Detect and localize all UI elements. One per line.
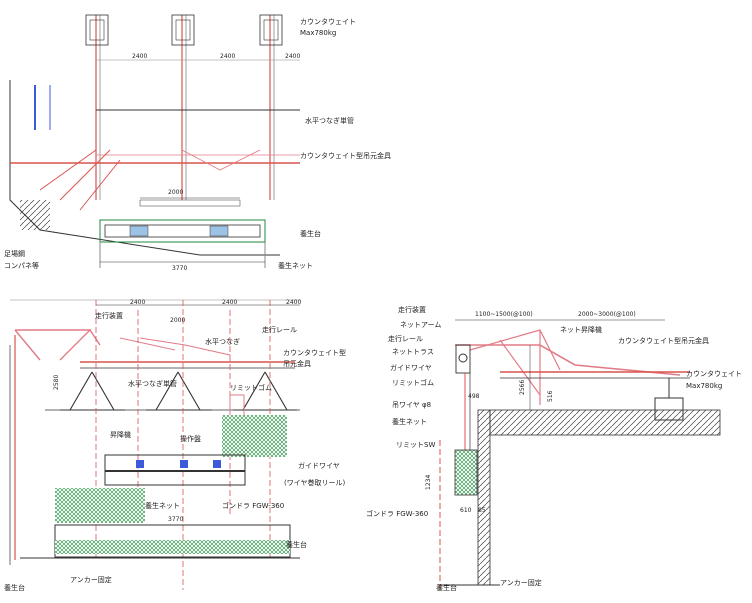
front-gondola: ゴンドラ FGW-360: [222, 501, 284, 510]
front-net-left: [55, 488, 145, 523]
front-cw-bracket-2: 吊元金具: [283, 359, 311, 368]
side-dim-610: 610: [460, 507, 472, 514]
side-dim-1234: 1234: [425, 475, 432, 490]
side-safety-net: 養生ネット: [392, 417, 427, 426]
side-net-truss: ネットトラス: [392, 348, 434, 356]
top-safety-base: 養生台: [300, 229, 321, 238]
front-dim-2580: 2580: [53, 375, 60, 390]
side-view: [439, 319, 721, 590]
side-safety-base: 養生台: [436, 583, 457, 592]
top-counterweight-max: Max780kg: [300, 29, 336, 37]
top-view: [9, 14, 300, 268]
front-safety-net: 養生ネット: [145, 501, 180, 510]
front-lift-device: 昇降機: [110, 430, 131, 439]
mast-right: [259, 14, 283, 200]
side-wall: [477, 409, 491, 586]
top-horizontal-pipe: 水平つなぎ単管: [305, 116, 354, 125]
side-limit-sw: リミットSW: [396, 441, 435, 449]
front-travel-rail: 走行レール: [262, 325, 297, 334]
side-gondola: ゴンドラ FGW-360: [366, 509, 428, 518]
front-dim-2400-c: 2400: [286, 299, 301, 306]
front-wire-reel: (ワイヤ巻取リール): [284, 478, 346, 487]
top-counterweight-label: カウンタウェイト: [300, 17, 356, 26]
side-dim-85: 85: [478, 507, 486, 514]
front-net-right: [222, 415, 287, 457]
front-dim-2400-a: 2400: [130, 299, 145, 306]
front-dim-3770: 3770: [168, 516, 183, 523]
side-guide-wire: ガイドワイヤ: [390, 363, 432, 372]
side-roof-slab: [489, 409, 721, 436]
side-net-lift: ネット昇降機: [560, 325, 602, 334]
mast-center: [171, 14, 195, 200]
side-counterweight-label: カウンタウェイト: [686, 369, 742, 378]
front-limit-rubber: リミットゴム: [230, 383, 272, 392]
top-dim-3770: 3770: [172, 265, 187, 272]
top-safety-net: 養生ネット: [278, 261, 313, 270]
side-travel-rail: 走行レール: [388, 334, 423, 343]
top-concrete: コンパネ等: [4, 261, 39, 270]
top-dim-2000: 2000: [168, 189, 183, 196]
side-net-arm: ネットアーム: [400, 321, 441, 329]
front-cw-bracket-1: カウンタウェイト型: [283, 348, 346, 357]
front-horizontal-link: 水平つなぎ: [205, 337, 240, 346]
front-safety-base-2: 養生台: [4, 583, 25, 592]
side-hang-wire: 吊ワイヤ φ8: [392, 401, 431, 409]
side-dim-2000: 2000~3000(@100): [578, 311, 636, 318]
top-existing-struct: 足場鋼: [4, 249, 25, 258]
front-view: [9, 299, 300, 590]
front-travel-device: 走行装置: [95, 311, 123, 320]
top-dim-2400-a: 2400: [132, 53, 147, 60]
side-dim-516: 516: [547, 390, 554, 402]
side-anchor: アンカー固定: [500, 578, 542, 587]
front-safety-base: 養生台: [286, 540, 307, 549]
side-dim-1100: 1100~1500(@100): [475, 311, 533, 318]
front-control-panel: 操作盤: [180, 434, 201, 443]
front-dim-2000: 2000: [170, 317, 185, 324]
wall-hatch: [20, 200, 50, 230]
top-dim-2400-b: 2400: [220, 53, 235, 60]
side-limit-rubber: リミットゴム: [392, 378, 434, 387]
side-gondola: [454, 449, 478, 496]
top-dim-2400-c: 2400: [285, 53, 300, 60]
top-cw-bracket: カウンタウェイト型吊元金具: [300, 151, 391, 160]
side-counterweight-max: Max780kg: [686, 382, 722, 390]
side-travel-device: 走行装置: [398, 305, 426, 314]
front-anchor: アンカー固定: [70, 575, 112, 584]
side-cw-bracket: カウンタウェイト型吊元金具: [618, 336, 709, 345]
front-dim-2400-b: 2400: [222, 299, 237, 306]
side-dim-2566: 2566: [519, 380, 526, 395]
front-horizontal-pipe: 水平つなぎ単管: [128, 379, 177, 388]
side-dim-498: 498: [468, 393, 480, 400]
mast-left: [85, 14, 109, 200]
front-guide-wire: ガイドワイヤ: [298, 461, 340, 470]
